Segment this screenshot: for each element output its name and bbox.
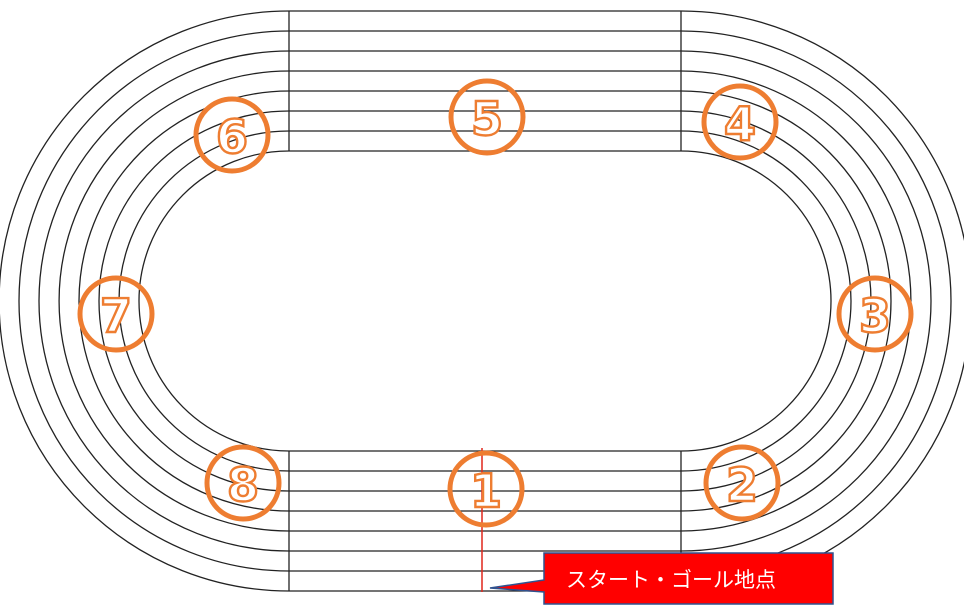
marker-1: 1 [447,450,525,528]
marker-3: 3 [836,275,914,353]
marker-2: 2 [703,444,781,522]
marker-circle [193,96,271,174]
marker-number: 6 [216,110,248,164]
lane-line [138,150,832,452]
marker-circle [836,275,914,353]
callout-label: スタート・ゴール地点 [566,568,776,592]
marker-7: 7 [77,275,155,353]
marker-number: 4 [724,97,756,151]
marker-4: 4 [701,83,779,161]
position-markers: 1 2 3 4 5 6 7 8 [77,78,914,528]
marker-6: 6 [193,96,271,174]
marker-number: 5 [471,92,503,146]
marker-number: 1 [470,464,502,518]
marker-circle [204,444,282,522]
start-goal-callout: スタート・ゴール地点 [489,552,834,605]
marker-number: 3 [859,289,891,343]
running-track [0,10,964,592]
marker-number: 8 [227,458,259,512]
marker-circle [703,444,781,522]
callout-box [489,552,834,605]
lane-line [118,130,852,472]
marker-circle [448,78,526,156]
marker-circle [447,450,525,528]
marker-number: 7 [100,289,132,343]
marker-circle [701,83,779,161]
marker-number: 2 [726,458,758,512]
marker-8: 8 [204,444,282,522]
marker-5: 5 [448,78,526,156]
marker-circle [77,275,155,353]
